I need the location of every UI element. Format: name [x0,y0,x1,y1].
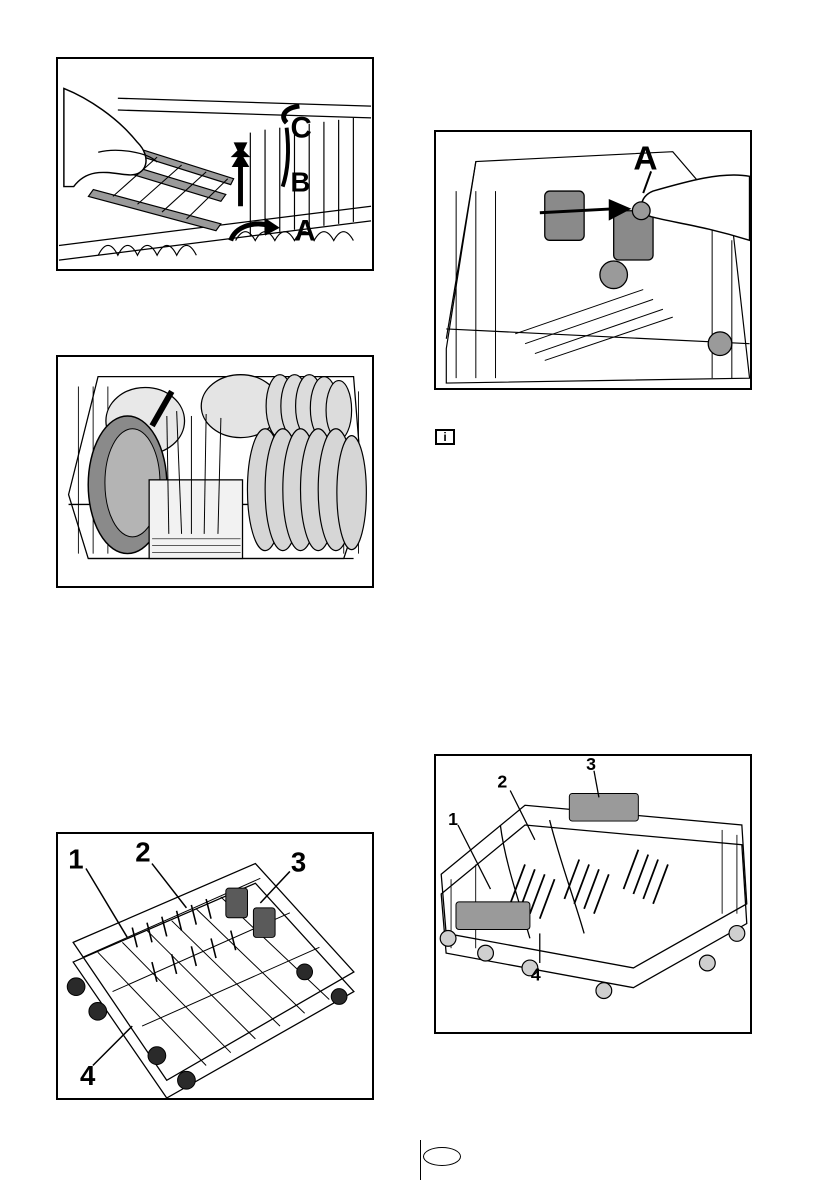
callout-1: 1 [68,843,83,874]
lower-basket-illustration: 1 2 3 4 [58,834,372,1098]
callout-1: 1 [448,809,458,829]
footer-divider [420,1140,421,1180]
figure-basket-plate-racks: 1 2 3 4 [434,754,752,1034]
callout-3: 3 [586,756,596,774]
callout-b: B [291,166,311,197]
rack-adjust-illustration: A [436,132,750,388]
callout-4: 4 [80,1060,96,1091]
callout-a: A [294,215,315,248]
loaded-basket-illustration [58,357,372,586]
figure-loaded-basket [56,355,374,588]
language-badge [423,1147,461,1166]
callout-3: 3 [291,846,306,877]
fold-support-illustration: C B A [58,59,372,269]
callout-4: 4 [531,965,541,985]
info-icon: i [435,429,455,445]
plate-rack-illustration: 1 2 3 4 [436,756,750,1032]
callout-2: 2 [497,772,507,792]
callout-a: A [633,140,657,177]
callout-2: 2 [135,837,150,868]
figure-lower-basket-parts: 1 2 3 4 [56,832,374,1100]
figure-rack-adjust: A [434,130,752,390]
callout-c: C [291,112,312,145]
figure-fold-plate-support: C B A [56,57,374,271]
